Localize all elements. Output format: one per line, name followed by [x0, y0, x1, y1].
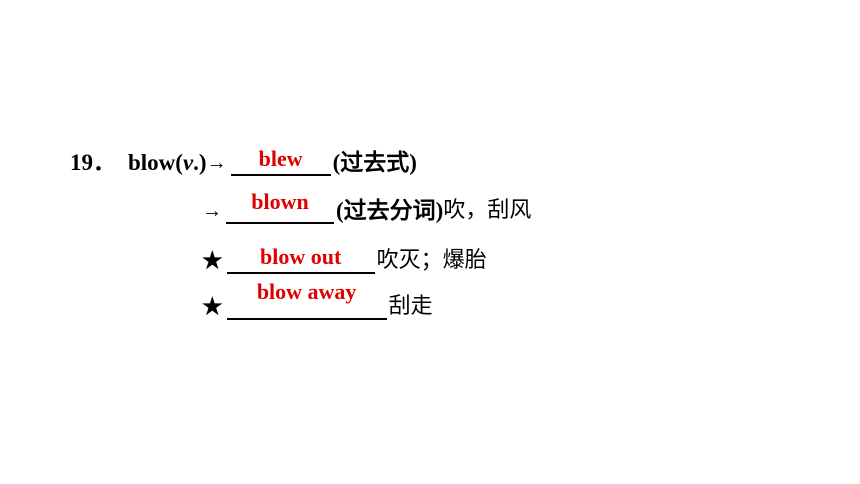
arrow-icon: →	[206, 152, 227, 174]
part-of-speech: v	[182, 150, 194, 175]
part-of-speech-close: .)	[193, 150, 207, 175]
star-icon: ★	[202, 294, 223, 319]
answer-blank-3[interactable]: blow out	[226, 244, 375, 274]
meaning-3: 吹灭；爆胎	[376, 248, 487, 273]
answer-text-3: blow out	[259, 244, 342, 269]
vocab-line-4: ★ blow away 刮走	[202, 280, 433, 320]
answer-text-1: blew	[258, 146, 303, 171]
arrow-icon: →	[202, 200, 222, 222]
answer-blank-4[interactable]: blow away	[226, 280, 387, 320]
item-number: 19．	[70, 150, 116, 175]
answer-blank-1[interactable]: blew	[230, 146, 331, 176]
answer-text-2: blown	[251, 189, 309, 214]
form-note-2: (过去分词)	[336, 198, 444, 223]
answer-text-4: blow away	[256, 279, 357, 304]
meaning-2: 吹，刮风	[443, 198, 532, 223]
star-icon: ★	[202, 248, 223, 273]
vocab-line-1: 19． blow(v.) → blew (过去式)	[70, 142, 417, 176]
vocab-line-2: → blown (过去分词)吹，刮风	[202, 190, 531, 224]
meaning-4: 刮走	[388, 294, 433, 319]
vocab-line-3: ★ blow out 吹灭；爆胎	[202, 240, 487, 274]
form-note-1: (过去式)	[332, 150, 417, 175]
headword: blow(	[128, 150, 183, 175]
answer-blank-2[interactable]: blown	[226, 190, 334, 224]
